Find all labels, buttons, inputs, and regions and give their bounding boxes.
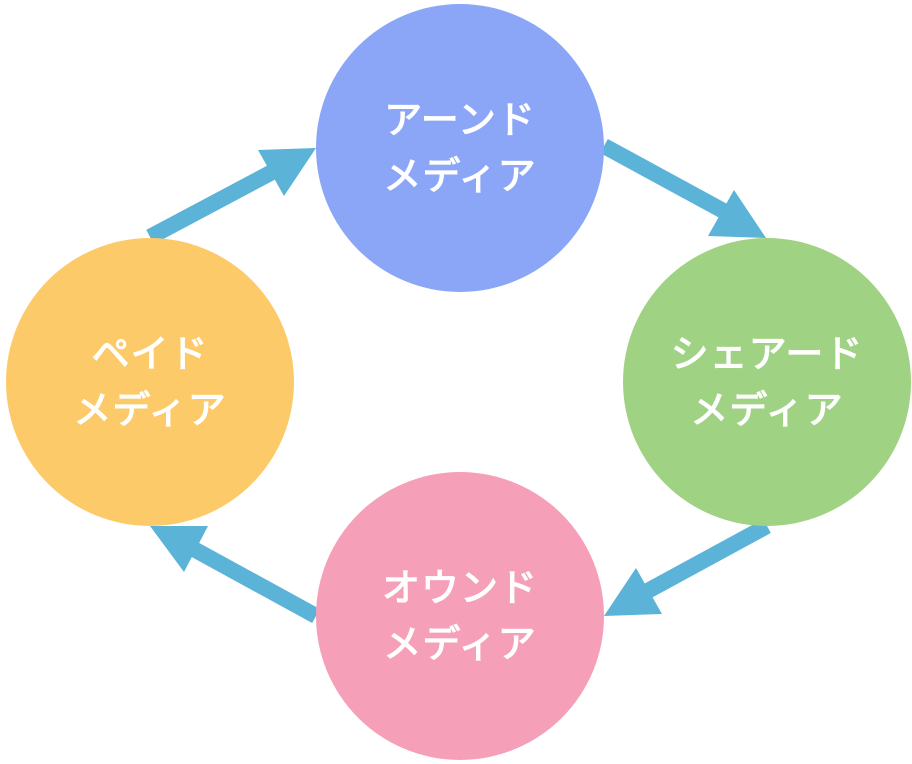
arrow-shaft [600, 138, 733, 222]
arrow-shared-to-owned [604, 518, 771, 616]
shared-media-label: シェアード メディア [670, 332, 864, 432]
arrow-shaft [186, 539, 320, 624]
arrow-head [708, 190, 766, 238]
arrow-earned-to-shared [600, 138, 766, 238]
owned-media-node: オウンド メディア [316, 472, 604, 760]
paid-media-node: ペイド メディア [6, 238, 294, 526]
arrow-shaft [638, 518, 771, 602]
arrow-head [258, 148, 316, 196]
paid-media-label: ペイド メディア [73, 332, 227, 432]
owned-media-label: オウンド メディア [381, 566, 538, 666]
arrow-head [604, 568, 662, 616]
earned-media-node: アーンド メディア [316, 4, 604, 292]
shared-media-node: シェアード メディア [623, 238, 911, 526]
arrow-owned-to-paid [150, 526, 320, 624]
arrow-head [150, 526, 208, 572]
earned-media-label: アーンド メディア [383, 98, 537, 198]
arrow-shaft [146, 162, 280, 245]
arrow-paid-to-earned [146, 148, 316, 245]
